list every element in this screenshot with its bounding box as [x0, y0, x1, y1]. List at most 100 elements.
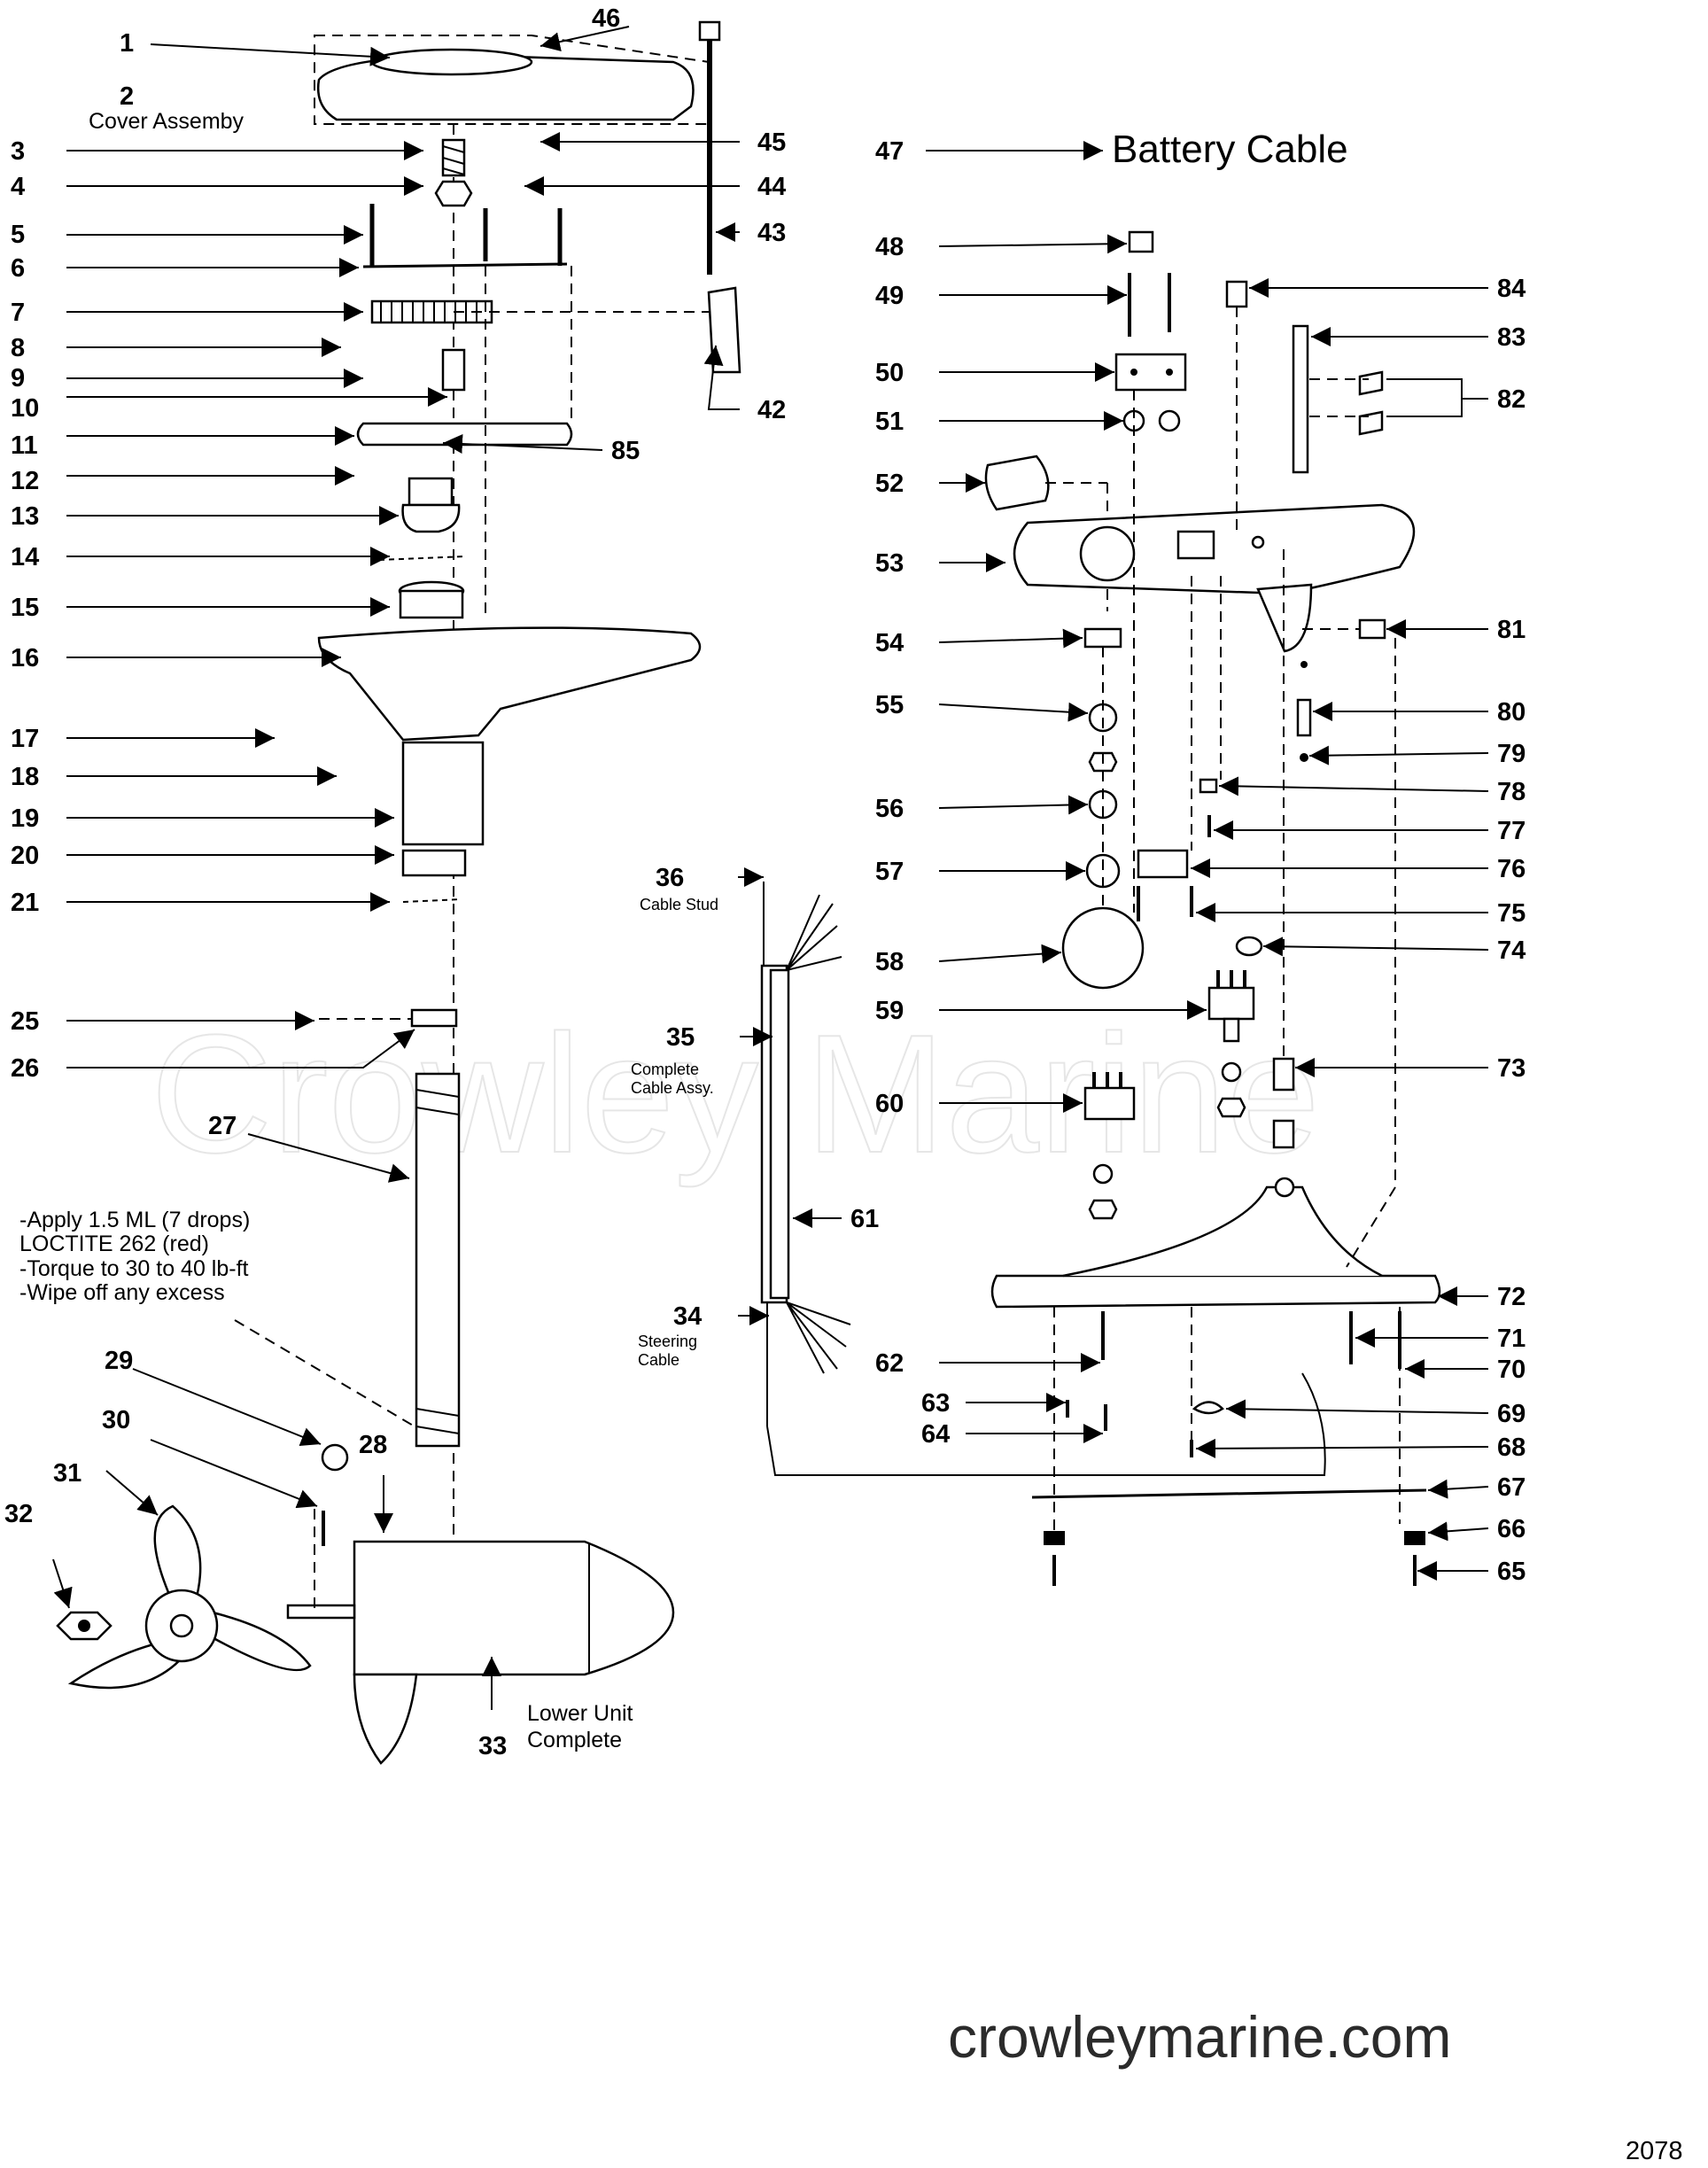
callout-57: 57: [875, 858, 904, 886]
callout-58: 58: [875, 948, 904, 976]
callout-5: 5: [11, 221, 25, 249]
callout-8: 8: [11, 334, 25, 362]
callout-12: 12: [11, 467, 39, 495]
callout-74: 74: [1497, 936, 1526, 965]
callout-53: 53: [875, 549, 904, 578]
callout-48: 48: [875, 233, 904, 261]
callout-42: 42: [757, 396, 786, 424]
lower-unit-caption-2: Complete: [527, 1728, 622, 1752]
note-line-2: LOCTITE 262 (red): [19, 1232, 209, 1256]
callout-68: 68: [1497, 1434, 1526, 1462]
callout-82: 82: [1497, 385, 1526, 414]
steering-cable-caption-2: Cable: [638, 1351, 679, 1369]
callout-26: 26: [11, 1054, 39, 1083]
callout-30: 30: [102, 1406, 130, 1434]
steering-cable-caption-1: Steering: [638, 1333, 697, 1350]
left-motor-assembly: [56, 35, 710, 1765]
callout-19: 19: [11, 804, 39, 833]
watermark-text: Crowley Marine: [151, 1000, 1320, 1188]
callout-1: 1: [120, 29, 134, 58]
callout-29: 29: [105, 1347, 133, 1375]
callout-80: 80: [1497, 698, 1526, 727]
page-number: 2078: [1626, 2137, 1683, 2165]
callout-65: 65: [1497, 1558, 1526, 1586]
callout-73: 73: [1497, 1054, 1526, 1083]
note-line-4: -Wipe off any excess: [19, 1280, 225, 1305]
callout-35: 35: [666, 1023, 695, 1052]
callout-14: 14: [11, 543, 39, 571]
callout-60: 60: [875, 1090, 904, 1118]
callout-15: 15: [11, 594, 39, 622]
callout-47: 47: [875, 137, 904, 166]
callout-25: 25: [11, 1007, 39, 1036]
callout-16: 16: [11, 644, 39, 672]
callout-78: 78: [1497, 778, 1526, 806]
callout-13: 13: [11, 502, 39, 531]
callout-4: 4: [11, 173, 25, 201]
callout-33: 33: [478, 1732, 507, 1760]
callout-31: 31: [53, 1459, 82, 1488]
callout-55: 55: [875, 691, 904, 719]
callout-61: 61: [850, 1205, 879, 1233]
callout-43: 43: [757, 219, 786, 247]
complete-cable-caption-1: Complete: [631, 1061, 699, 1078]
callout-83: 83: [1497, 323, 1526, 352]
callout-50: 50: [875, 359, 904, 387]
callout-21: 21: [11, 889, 39, 917]
callout-49: 49: [875, 282, 904, 310]
callout-34: 34: [673, 1302, 702, 1331]
callout-numbers: 1 2 3 4 5 6 7 8 9 10 11 12 13 14 15 16 1…: [4, 4, 1526, 1760]
callout-32: 32: [4, 1500, 33, 1528]
callout-28: 28: [359, 1431, 387, 1459]
callout-56: 56: [875, 795, 904, 823]
site-url: crowleymarine.com: [948, 2004, 1451, 2070]
callout-67: 67: [1497, 1473, 1526, 1502]
callout-17: 17: [11, 725, 39, 753]
callout-70: 70: [1497, 1356, 1526, 1384]
callout-51: 51: [875, 408, 904, 436]
callout-72: 72: [1497, 1283, 1526, 1311]
callout-62: 62: [875, 1349, 904, 1378]
callout-6: 6: [11, 254, 25, 283]
right-control-assembly: [984, 230, 1441, 1586]
callout-3: 3: [11, 137, 25, 166]
callout-66: 66: [1497, 1515, 1526, 1543]
callout-46: 46: [592, 4, 620, 33]
callout-75: 75: [1497, 899, 1526, 928]
callout-2: 2: [120, 82, 134, 111]
callout-18: 18: [11, 763, 39, 791]
callout-77: 77: [1497, 817, 1526, 845]
torque-note: -Apply 1.5 ML (7 drops) LOCTITE 262 (red…: [19, 1208, 250, 1305]
callout-63: 63: [921, 1389, 950, 1418]
callout-85: 85: [611, 437, 640, 465]
cable-assembly: [760, 882, 1326, 1476]
callout-54: 54: [875, 629, 904, 657]
callout-64: 64: [921, 1420, 950, 1449]
note-line-3: -Torque to 30 to 40 lb-ft: [19, 1256, 249, 1281]
callout-9: 9: [11, 364, 25, 392]
callout-20: 20: [11, 842, 39, 870]
callout-52: 52: [875, 470, 904, 498]
callout-79: 79: [1497, 740, 1526, 768]
callout-81: 81: [1497, 616, 1526, 644]
callout-76: 76: [1497, 855, 1526, 883]
cable-stud-caption: Cable Stud: [640, 896, 718, 913]
cable-tie: [698, 20, 721, 275]
cover-assembly-caption: Cover Assemby: [89, 109, 245, 134]
note-line-1: -Apply 1.5 ML (7 drops): [19, 1208, 250, 1232]
callout-45: 45: [757, 128, 786, 157]
battery-cable-caption: Battery Cable: [1112, 128, 1348, 171]
callout-27: 27: [208, 1112, 237, 1140]
callout-36: 36: [656, 864, 684, 892]
callout-10: 10: [11, 394, 39, 423]
leader-arrows: [52, 26, 1489, 1710]
complete-cable-caption-2: Cable Assy.: [631, 1079, 714, 1097]
callout-11: 11: [11, 431, 38, 460]
callout-44: 44: [757, 173, 786, 201]
callout-69: 69: [1497, 1400, 1526, 1428]
callout-84: 84: [1497, 275, 1526, 303]
callout-71: 71: [1497, 1325, 1526, 1353]
callout-59: 59: [875, 997, 904, 1025]
lower-unit-caption-1: Lower Unit: [527, 1701, 633, 1726]
